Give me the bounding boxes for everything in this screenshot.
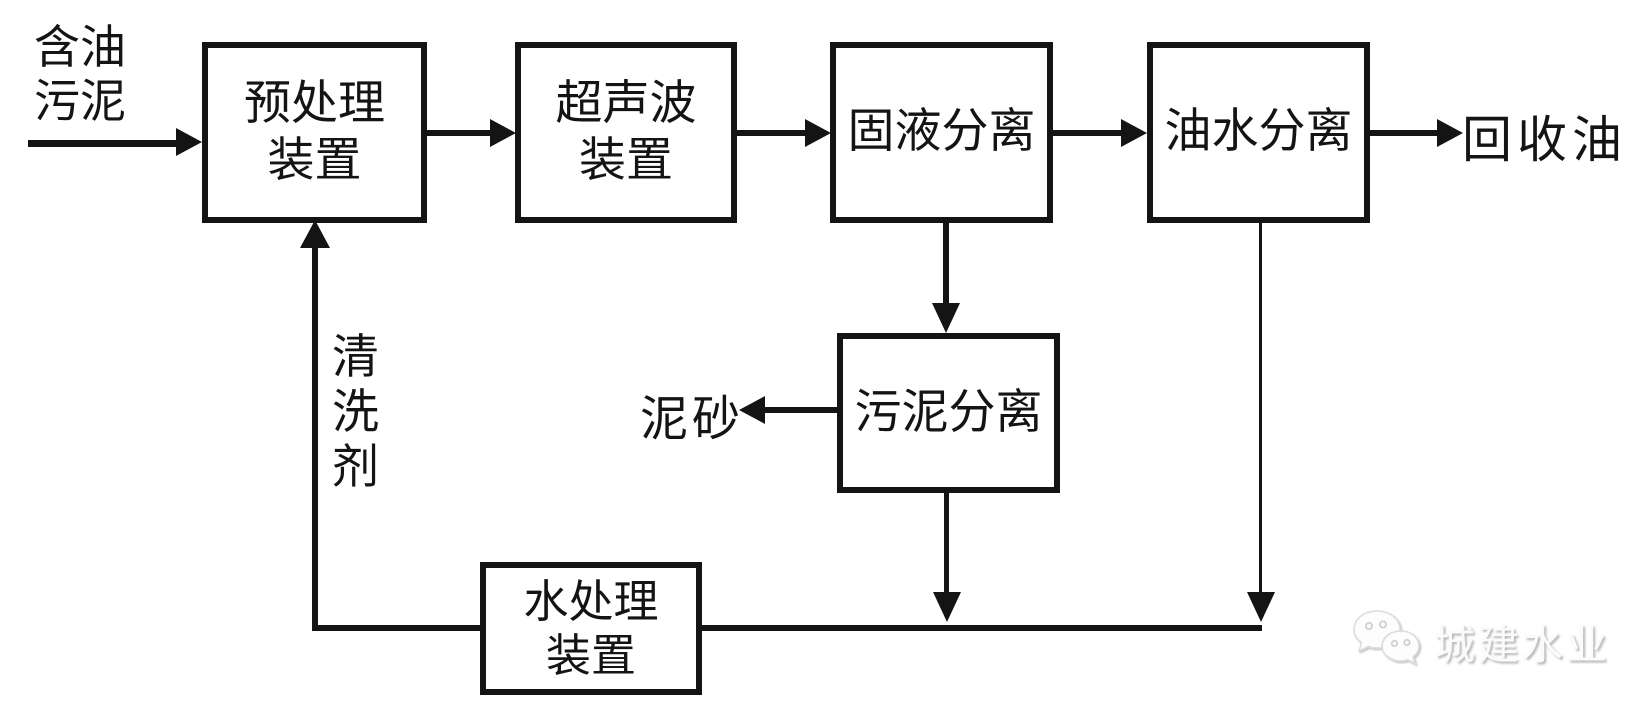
arrow-return-to-pretreatment-head-icon [300, 220, 330, 248]
arrow-sludge-sep-to-sediment-head-icon [739, 396, 765, 424]
line-return-vertical [312, 245, 318, 631]
label-sediment-output: 泥砂 [640, 391, 745, 447]
wechat-bubbles-icon [1353, 610, 1420, 666]
flow-box-oil-water-separation: 油水分离 [1147, 42, 1370, 223]
flow-box-water-treatment: 水处理 装置 [480, 562, 702, 695]
arrow-oil-water-to-recovered-oil-head-icon [1437, 119, 1463, 147]
flow-box-ultrasonic: 超声波 装置 [515, 42, 737, 223]
flow-box-solid-liquid-separation: 固液分离 [830, 42, 1053, 223]
line-sludge-sep-to-collector-shaft [944, 492, 949, 595]
arrow-solid-liquid-to-oil-water-shaft [1053, 130, 1121, 136]
line-return-horizontal [312, 625, 484, 631]
arrow-ultrasonic-to-solid-liquid-shaft [737, 130, 805, 136]
line-oil-water-to-collector-shaft [1259, 223, 1262, 595]
arrow-pretreatment-to-ultrasonic-head-icon [490, 119, 516, 147]
label-oily-sludge-input: 含油 污泥 [34, 20, 126, 129]
flow-box-sludge-separation: 污泥分离 [837, 333, 1060, 493]
arrow-pretreatment-to-ultrasonic-shaft [427, 130, 491, 136]
line-collector-to-water-treatment [700, 625, 1262, 631]
arrow-solid-liquid-to-sludge-sep-head-icon [932, 303, 960, 333]
arrow-solid-liquid-to-sludge-sep-shaft [943, 222, 949, 306]
arrow-input-shaft [28, 140, 176, 147]
arrow-input-head-icon [176, 128, 202, 156]
arrow-solid-liquid-to-oil-water-head-icon [1121, 119, 1147, 147]
watermark: 城建水业 [1350, 608, 1610, 674]
label-recovered-oil-output: 回收油 [1462, 111, 1627, 169]
line-sludge-sep-to-collector-head-icon [933, 592, 961, 622]
flow-box-pretreatment: 预处理 装置 [202, 42, 427, 223]
label-cleaning-agent: 清 洗 剂 [332, 330, 379, 495]
arrow-ultrasonic-to-solid-liquid-head-icon [805, 119, 831, 147]
watermark-text: 城建水业 [1434, 621, 1610, 669]
arrow-oil-water-to-recovered-oil-shaft [1370, 130, 1437, 136]
line-oil-water-to-collector-head-icon [1247, 592, 1275, 622]
arrow-sludge-sep-to-sediment-shaft [763, 407, 837, 413]
